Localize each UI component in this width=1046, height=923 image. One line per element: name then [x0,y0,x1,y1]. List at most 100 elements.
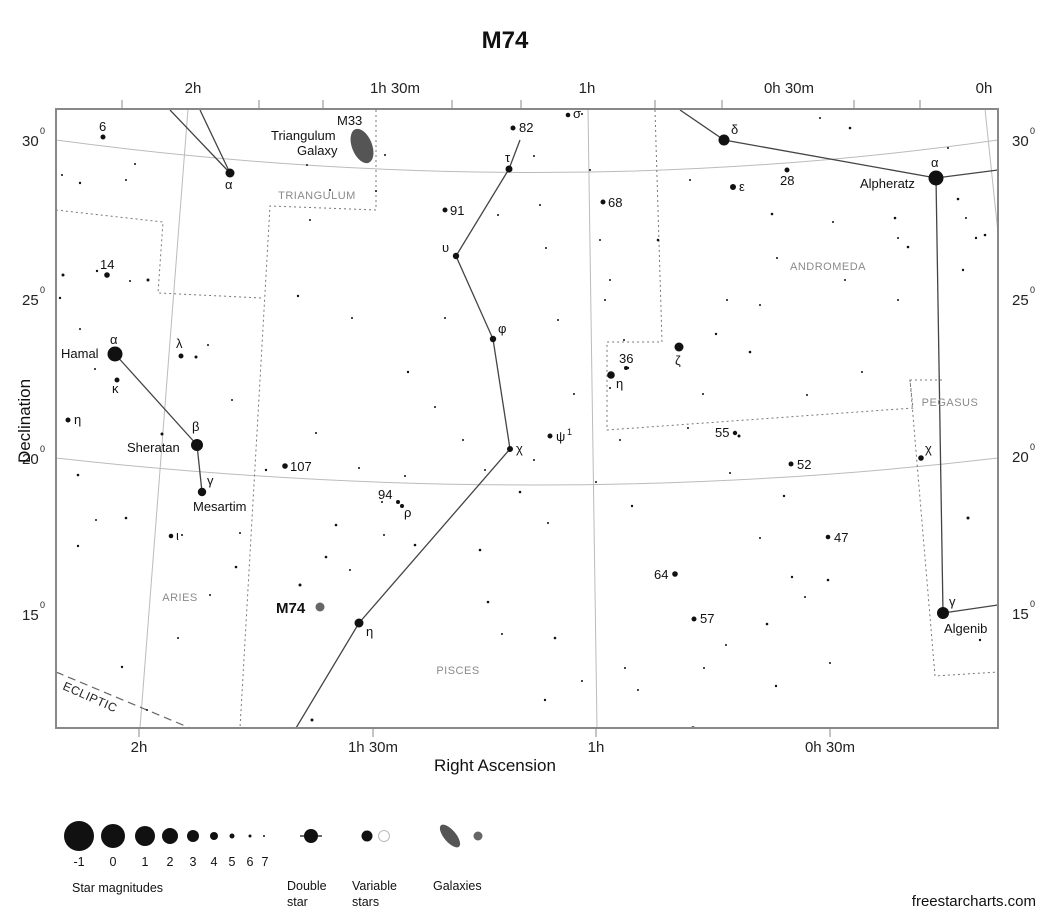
legend-mag-1 [135,826,155,846]
right-dec-ticks: 30 0 25 0 20 0 15 0 [1012,126,1035,623]
plot-area: TRIANGULUM ANDROMEDA PEGASUS ARIES PISCE… [57,110,997,727]
ra-grid [139,110,997,727]
constellation-pegasus: PEGASUS [922,397,979,409]
legend: -1 0 1 2 3 4 5 6 7 Star magnitudes Doubl… [64,821,483,909]
constellation-boundaries [57,110,997,727]
plot-frame [55,108,999,729]
label-ari-iota: ι [176,528,179,543]
star-alpha-tri [225,168,235,178]
star-14-ari [104,272,110,278]
bottom-tick-0h30m: 0h 30m [805,739,855,756]
star-hamal [107,346,123,362]
label-ari-lambda: λ [176,336,183,351]
legend-mag-2 [162,828,178,844]
constellation-aries: ARIES [162,592,198,604]
faint-stars [58,113,987,727]
star-eta-and [607,371,615,379]
label-and-epsilon: ε [739,179,745,194]
right-tick-25-deg: 0 [1030,285,1035,295]
legend-variable-stars-2: stars [352,895,379,909]
star-6-tri [100,134,106,140]
legend-magnitude-dots [64,821,265,851]
label-psc-psi1-sup: 1 [567,427,572,437]
right-tick-25: 25 [1012,292,1029,309]
dec-grid [57,139,997,486]
legend-galaxy-large [439,824,461,848]
label-peg-chi: χ [925,441,932,456]
label-psc-tau: τ [505,150,511,165]
legend-star-magnitudes: Star magnitudes [72,881,163,895]
top-ra-ticks: 2h 1h 30m 1h 0h 30m 0h [185,80,993,97]
star-psi1-psc [547,433,553,439]
right-tick-30-deg: 0 [1030,126,1035,136]
legend-mag-0 [101,824,125,848]
star-labels: 6 α 14 α Hamal κ λ η β Sheratan γ Mesart… [61,110,987,639]
star-eta-ari [65,417,71,423]
label-ari-gamma: γ [207,473,214,488]
top-tick-1h: 1h [579,80,596,97]
star-alpheratz [928,170,944,186]
left-tick-20-deg: 0 [40,444,45,454]
label-sheratan: Sheratan [127,440,180,455]
label-peg-gamma: γ [949,594,956,609]
label-algenib: Algenib [944,621,987,636]
label-ari-eta: η [74,412,81,427]
star-47-psc [825,534,831,540]
legend-galaxy-small [473,831,483,841]
label-psc-upsilon: υ [442,240,449,255]
star-55-psc-b [737,434,741,438]
left-tick-25: 25 [22,292,39,309]
label-and-zeta: ζ [675,353,681,368]
x-axis-label: Right Ascension [434,756,556,775]
legend-mag-label-3: 3 [190,855,197,869]
label-47: 47 [834,530,848,545]
label-psc-phi: φ [498,321,506,336]
legend-mag-label-7: 7 [262,855,269,869]
star-64-psc [672,571,678,577]
constellation-triangulum: TRIANGULUM [278,190,356,202]
star-epsilon-and [730,184,736,190]
legend-mag-label-4: 4 [211,855,218,869]
label-and-eta: η [616,376,623,391]
bottom-tick-1h30m: 1h 30m [348,739,398,756]
label-28: 28 [780,173,794,188]
star-mesartim [197,487,207,497]
bottom-ra-ticks: 2h 1h 30m 1h 0h 30m [131,739,855,756]
label-m33: M33 [337,113,362,128]
label-and-alpha: α [931,155,939,170]
label-m33-name-1: Triangulum [271,128,336,143]
legend-mag-4 [210,832,218,840]
top-tick-2h: 2h [185,80,202,97]
legend-galaxies: Galaxies [433,879,482,893]
star-rho-psc [400,504,404,508]
legend-mag-label-minus1: -1 [73,855,84,869]
legend-magnitude-labels: -1 0 1 2 3 4 5 6 7 [73,855,268,869]
label-rho: ρ [404,505,411,520]
top-tick-0h: 0h [976,80,993,97]
star-delta-and [718,134,730,146]
star-iota-ari [168,533,174,539]
left-tick-25-deg: 0 [40,285,45,295]
label-alpheratz: Alpheratz [860,176,915,191]
label-57: 57 [700,611,714,626]
star-57-psc [691,616,697,622]
star-82-psc [510,125,516,131]
star-107-psc [282,463,288,469]
label-ari-alpha: α [110,332,118,347]
top-tick-1h30m: 1h 30m [370,80,420,97]
labeled-stars [65,112,949,628]
legend-variable-star-open [378,830,390,842]
star-kappa-ari [114,377,120,383]
legend-mag-label-6: 6 [247,855,254,869]
label-tri-alpha: α [225,177,233,192]
legend-mag-3 [187,830,199,842]
label-m33-name-2: Galaxy [297,143,338,158]
right-tick-20-deg: 0 [1030,442,1035,452]
star-upsilon-psc [452,252,460,260]
legend-double-star-2: star [287,895,308,909]
label-91: 91 [450,203,464,218]
top-tick-0h30m: 0h 30m [764,80,814,97]
legend-variable-stars-1: Variable [352,879,397,893]
bottom-tick-1h: 1h [588,739,605,756]
